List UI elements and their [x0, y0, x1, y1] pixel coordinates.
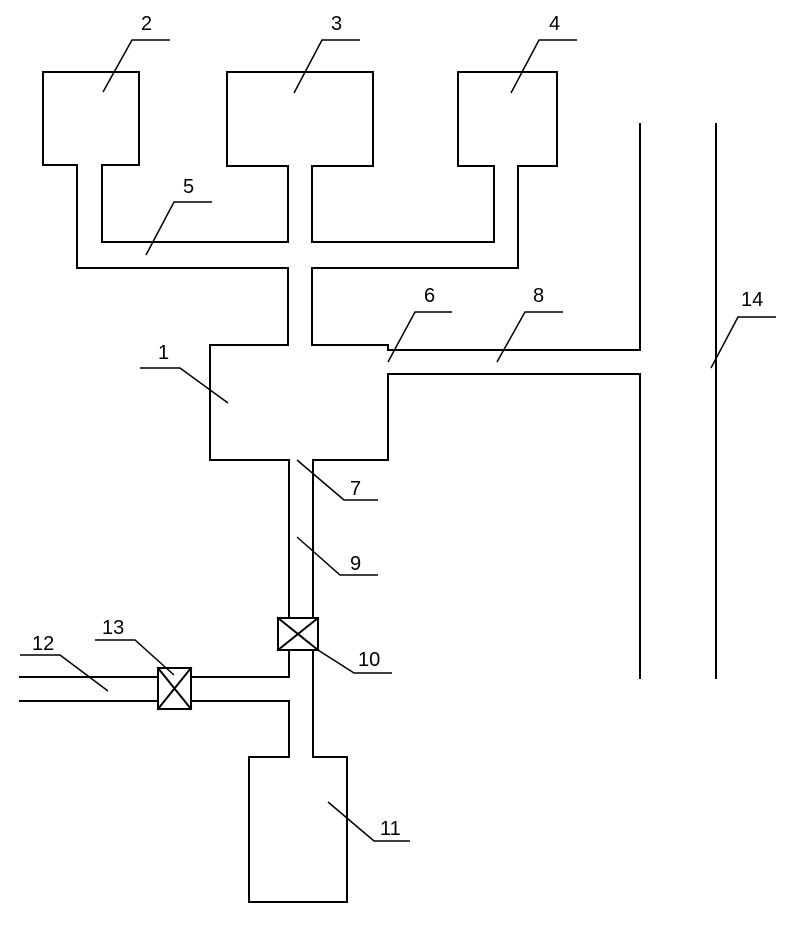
label-1: 1: [158, 342, 169, 364]
leader-8: [496, 311, 563, 363]
label-14: 14: [741, 289, 763, 311]
pipe-5-outer-left: [76, 164, 289, 346]
box-1-right: [312, 373, 641, 679]
label-5: 5: [183, 176, 194, 198]
label-10: 10: [358, 649, 380, 671]
pipe-to-11-left: [190, 700, 290, 758]
leader-1: [140, 367, 229, 404]
leader-14: [710, 316, 776, 369]
label-3: 3: [331, 13, 342, 35]
valve-13: [156, 666, 193, 711]
valve-10: [276, 616, 320, 652]
pipe-5-inner-left: [101, 164, 289, 243]
leader-13: [95, 639, 175, 676]
label-8: 8: [533, 285, 544, 307]
leader-10: [317, 649, 392, 674]
pipe-6-8-upper: [311, 123, 641, 351]
leader-12: [20, 654, 109, 692]
leader-9: [296, 536, 378, 576]
label-9: 9: [350, 553, 361, 575]
label-7: 7: [350, 478, 361, 500]
label-11: 11: [380, 818, 401, 840]
label-2: 2: [141, 13, 152, 35]
box-3: [226, 71, 374, 167]
label-13: 13: [102, 617, 124, 639]
box-11: [248, 756, 348, 903]
leader-11: [327, 801, 410, 842]
box-1: [209, 344, 290, 461]
pipe-5-inner-right: [311, 165, 495, 243]
leader-2: [102, 39, 170, 93]
label-6: 6: [424, 285, 435, 307]
label-12: 12: [32, 633, 54, 655]
leader-4: [510, 39, 577, 94]
leader-7: [296, 459, 378, 501]
leader-5: [145, 201, 212, 256]
label-4: 4: [549, 13, 560, 35]
pipe-5-outer-right: [311, 165, 519, 346]
leader-6: [387, 311, 452, 363]
box-2: [42, 71, 140, 166]
box-4: [457, 71, 558, 167]
leader-3: [293, 39, 360, 94]
pipe-below-10-left: [190, 649, 290, 678]
